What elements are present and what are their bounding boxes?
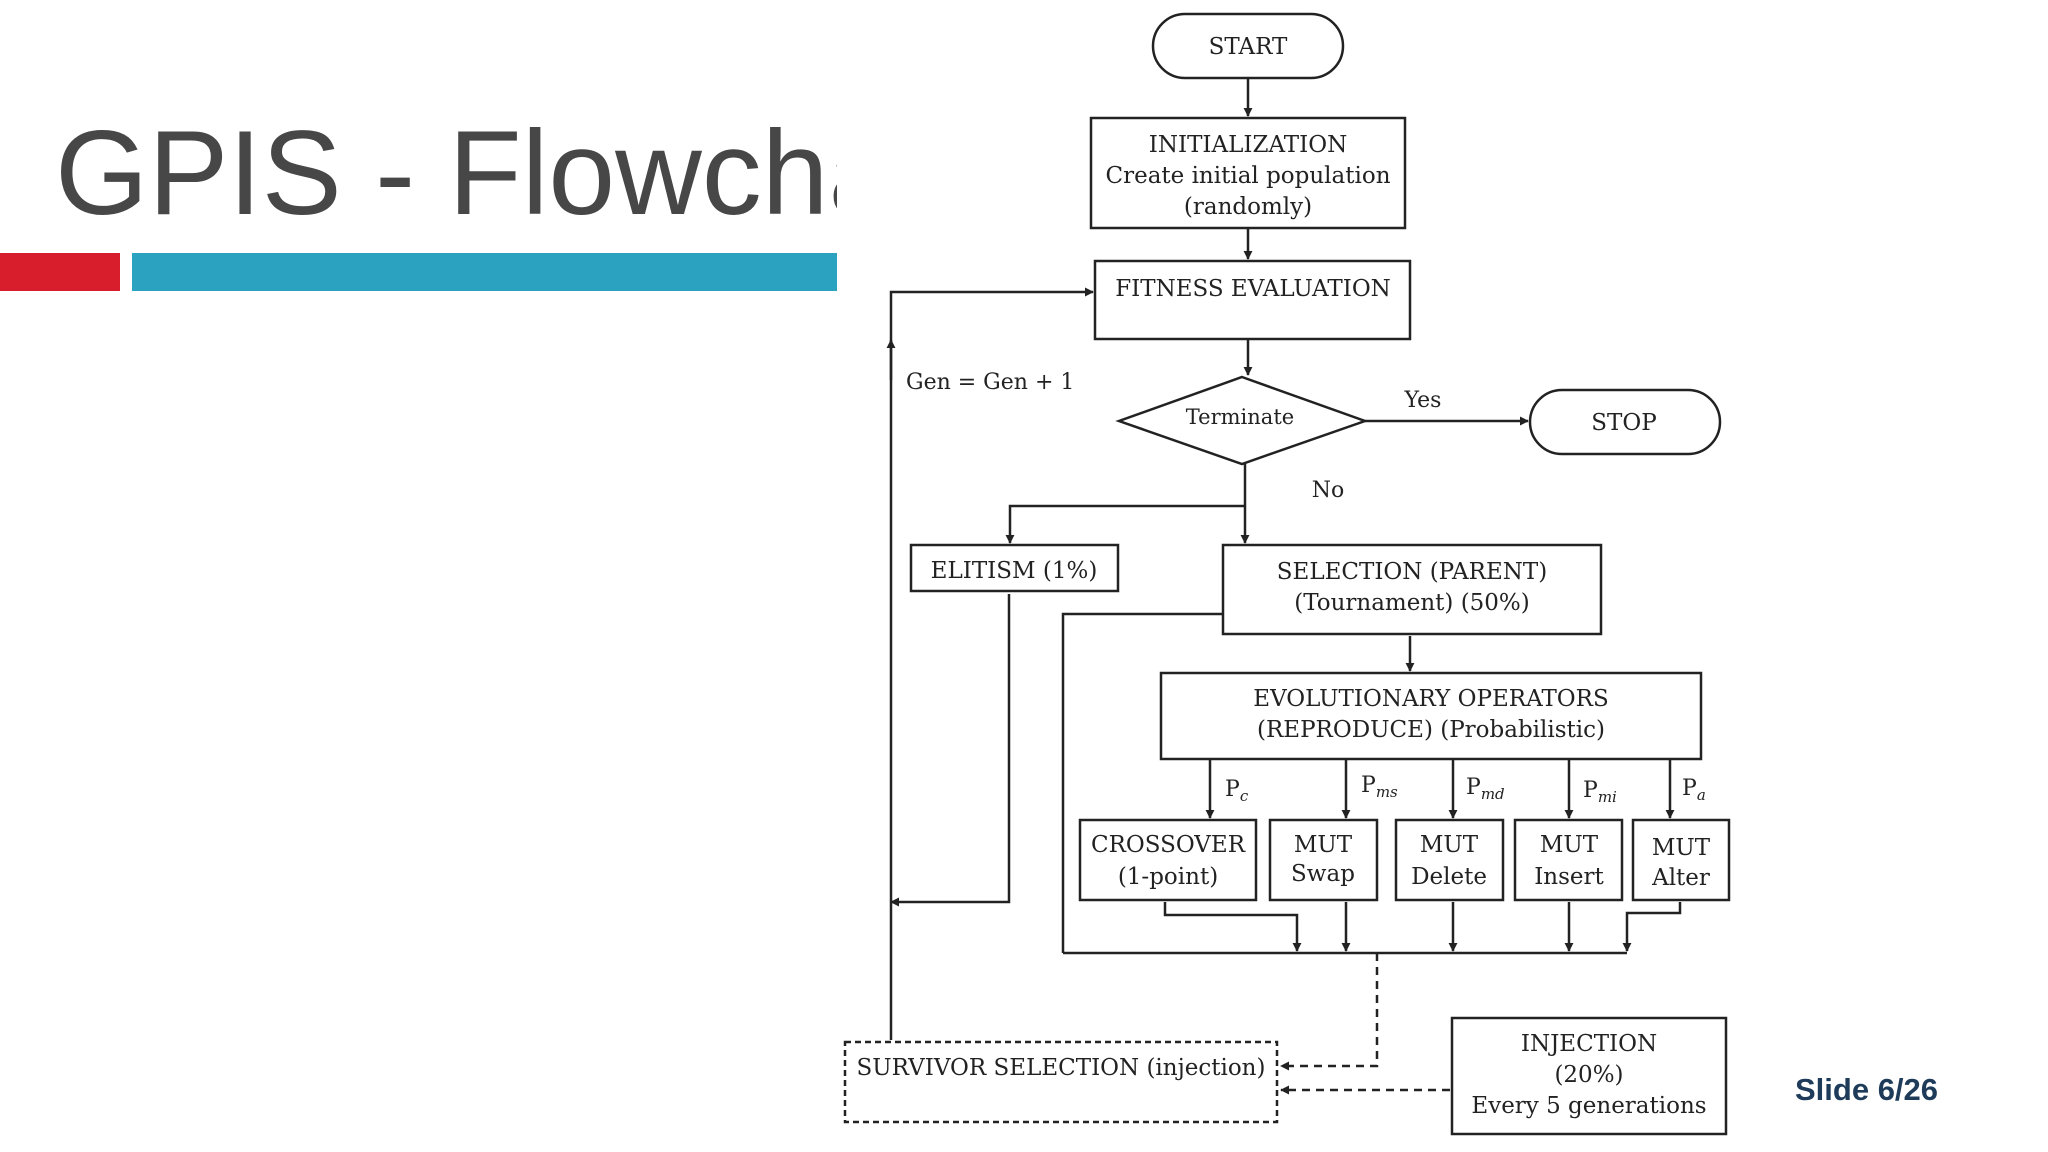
crossover-line-1: CROSSOVER bbox=[1091, 832, 1246, 858]
prob-mut-insert-label: Pmi bbox=[1583, 778, 1617, 806]
crossover-box bbox=[1078, 818, 1258, 902]
mut-alter-line-2: Alter bbox=[1651, 865, 1710, 891]
injection-line-1: INJECTION bbox=[1521, 1031, 1657, 1057]
evo-line-2: (REPRODUCE) (Probabilistic) bbox=[1257, 717, 1605, 743]
prob-mut-swap-label: Pms bbox=[1361, 773, 1398, 801]
start-label: START bbox=[1209, 34, 1288, 60]
survivor-selection-box bbox=[843, 1040, 1279, 1124]
no-label: No bbox=[1312, 478, 1345, 503]
selection-line-1: SELECTION (PARENT) bbox=[1277, 559, 1547, 585]
evolutionary-operators-box bbox=[1159, 671, 1703, 761]
terminate-label: Terminate bbox=[1186, 405, 1294, 429]
mut-delete-line-2: Delete bbox=[1411, 864, 1487, 890]
mut-insert-line-1: MUT bbox=[1540, 832, 1599, 858]
mut-swap-line-2: Swap bbox=[1291, 861, 1355, 887]
init-line-2: (randomly) bbox=[1184, 194, 1312, 220]
parent-selection-box bbox=[1221, 543, 1603, 636]
prob-crossover-label: Pc bbox=[1225, 777, 1249, 805]
elitism-box bbox=[909, 543, 1120, 593]
injection-line-3: Every 5 generations bbox=[1471, 1093, 1706, 1119]
fitness-evaluation-box bbox=[1093, 259, 1412, 341]
connector-lines bbox=[886, 78, 1682, 1095]
injection-box bbox=[1450, 1016, 1728, 1136]
mut-alter-box bbox=[1631, 818, 1731, 902]
mut-swap-box bbox=[1268, 818, 1379, 902]
prob-mut-alter-label: Pa bbox=[1682, 776, 1706, 804]
mut-swap-line-1: MUT bbox=[1294, 832, 1353, 858]
selection-line-2: (Tournament) (50%) bbox=[1294, 590, 1530, 616]
title-accent-bar-red bbox=[0, 253, 120, 291]
stop-label: STOP bbox=[1591, 410, 1656, 436]
generation-increment-label: Gen = Gen + 1 bbox=[906, 370, 1074, 395]
start-terminal bbox=[1151, 12, 1345, 80]
init-line-1: Create initial population bbox=[1105, 163, 1390, 189]
initialization-box bbox=[1089, 116, 1407, 230]
init-title: INITIALIZATION bbox=[1149, 132, 1347, 158]
yes-label: Yes bbox=[1404, 388, 1442, 413]
fitness-label: FITNESS EVALUATION bbox=[1115, 276, 1391, 302]
crossover-line-2: (1-point) bbox=[1118, 864, 1218, 890]
terminate-decision bbox=[1115, 375, 1369, 466]
injection-line-2: (20%) bbox=[1554, 1062, 1623, 1088]
elitism-label: ELITISM (1%) bbox=[931, 558, 1098, 584]
prob-mut-delete-label: Pmd bbox=[1466, 775, 1505, 803]
mut-delete-line-1: MUT bbox=[1420, 832, 1479, 858]
slide-title: GPIS - Flowchart bbox=[55, 106, 837, 240]
mut-alter-line-1: MUT bbox=[1652, 835, 1711, 861]
mut-insert-line-2: Insert bbox=[1534, 864, 1604, 890]
evo-line-1: EVOLUTIONARY OPERATORS bbox=[1253, 686, 1608, 712]
stop-terminal bbox=[1528, 388, 1722, 456]
mut-delete-box bbox=[1394, 818, 1505, 902]
title-accent-bar-blue bbox=[132, 253, 837, 291]
mut-insert-box bbox=[1513, 818, 1624, 902]
slide-number: Slide 6/26 bbox=[1795, 1072, 1939, 1107]
survivor-label: SURVIVOR SELECTION (injection) bbox=[857, 1055, 1266, 1081]
